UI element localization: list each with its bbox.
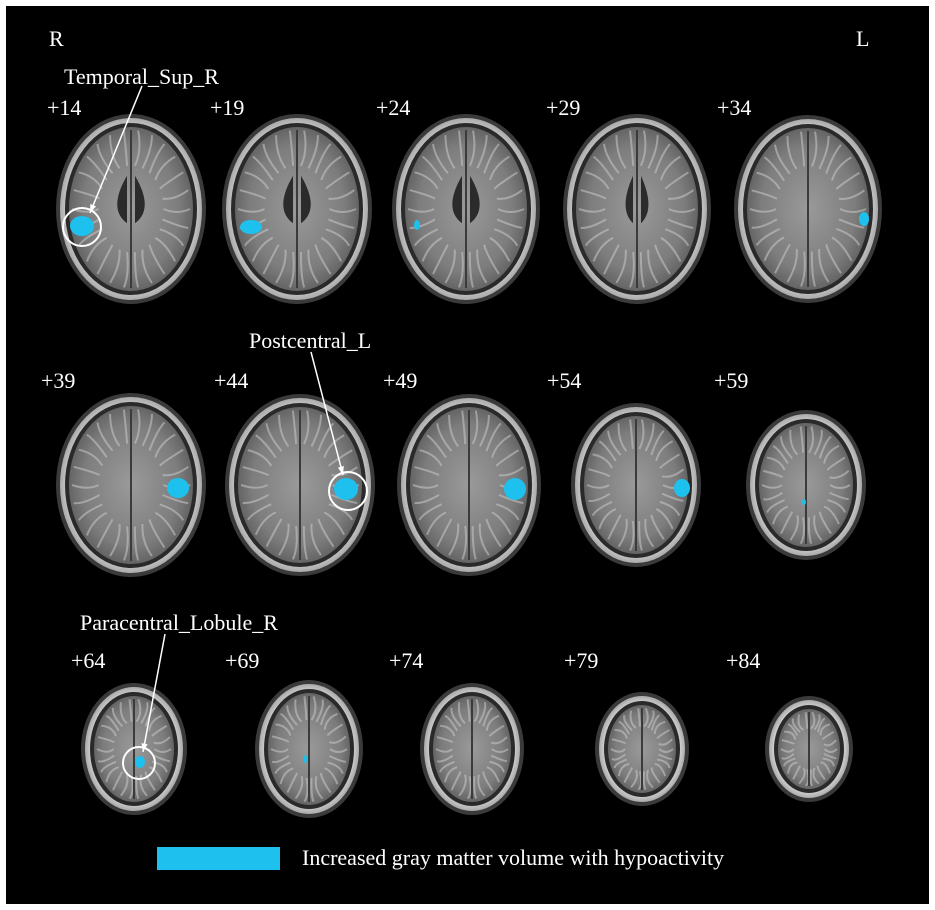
orientation-left-label: L <box>856 26 870 51</box>
slice-label: +49 <box>383 368 418 393</box>
slice-label: +74 <box>389 648 424 673</box>
orientation-right-label: R <box>49 26 64 51</box>
annotation-temporal-sup-r: Temporal_Sup_R <box>64 64 219 89</box>
annotation-postcentral-l: Postcentral_L <box>249 328 372 353</box>
slice-label: +64 <box>71 648 106 673</box>
slice-label: +79 <box>564 648 599 673</box>
slice-label: +54 <box>547 368 582 393</box>
slice-label: +69 <box>225 648 260 673</box>
annotation-paracentral-lobule-r: Paracentral_Lobule_R <box>80 610 278 635</box>
slice-label: +29 <box>546 95 581 120</box>
slice-label: +44 <box>214 368 249 393</box>
legend-swatch <box>157 847 280 870</box>
slice-label: +59 <box>714 368 749 393</box>
slice-label: +84 <box>726 648 761 673</box>
figure-panel <box>6 6 929 904</box>
slice-label: +34 <box>717 95 752 120</box>
slice-label: +39 <box>41 368 76 393</box>
slice-label: +24 <box>376 95 411 120</box>
slice-label: +19 <box>210 95 245 120</box>
legend-label: Increased gray matter volume with hypoac… <box>302 845 725 870</box>
slice-label: +14 <box>47 95 82 120</box>
